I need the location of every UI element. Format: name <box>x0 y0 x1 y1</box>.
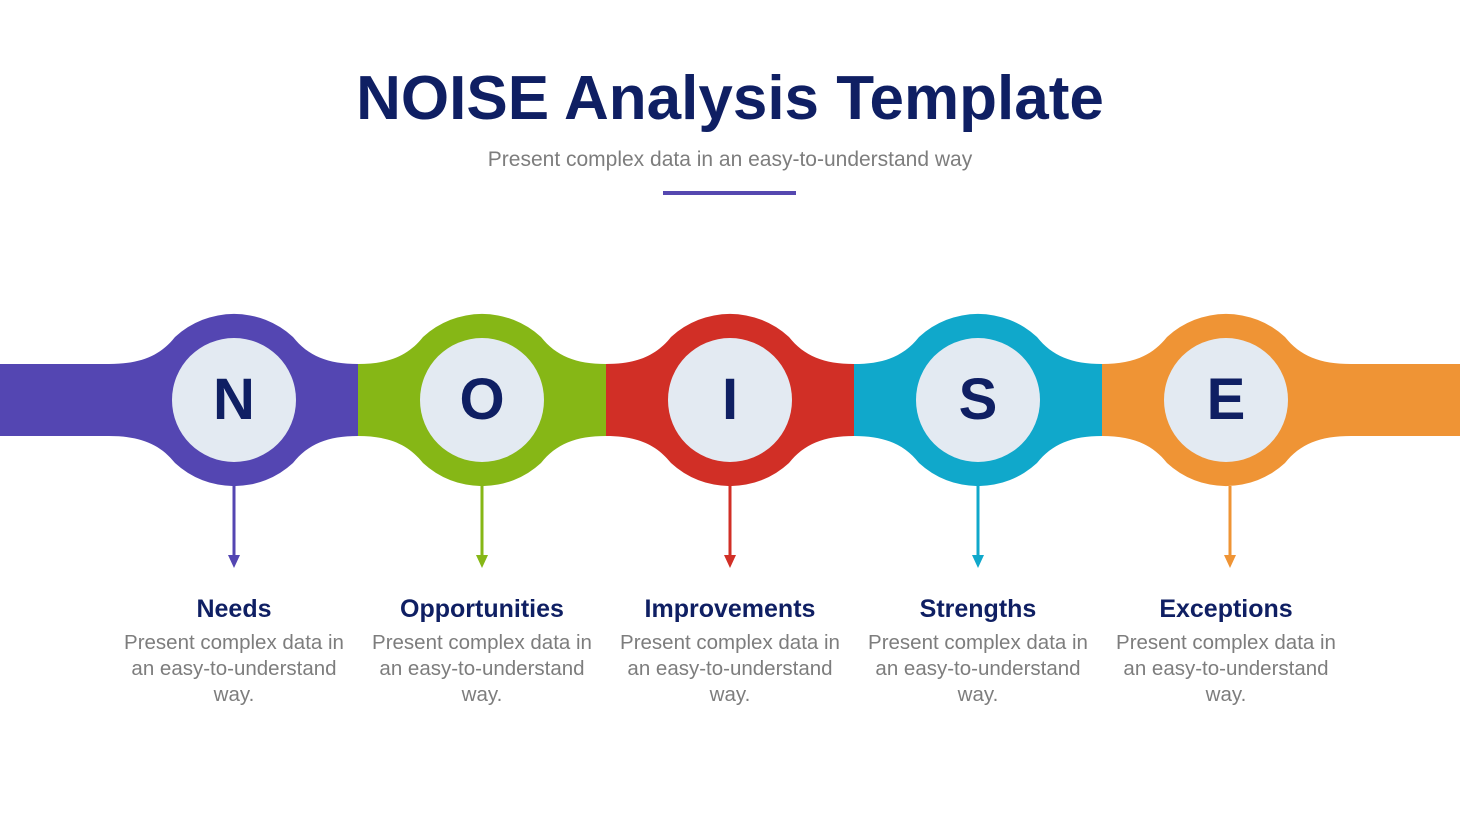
step-o-arrow-icon <box>476 555 488 568</box>
step-description: Present complex data in an easy-to-under… <box>372 631 592 706</box>
step-description: Present complex data in an easy-to-under… <box>868 631 1088 706</box>
step-o-shape <box>358 313 606 568</box>
page-title: NOISE Analysis Template <box>356 64 1104 133</box>
step-opportunities: Opportunities Present complex data in an… <box>358 590 606 708</box>
step-i-shape <box>606 313 854 568</box>
step-description: Present complex data in an easy-to-under… <box>1116 631 1336 706</box>
step-n-shape <box>0 313 358 568</box>
step-s-arrow-icon <box>972 555 984 568</box>
title-underline-divider <box>663 191 796 195</box>
step-strengths: Strengths Present complex data in an eas… <box>854 590 1102 708</box>
step-exceptions: Exceptions Present complex data in an ea… <box>1102 590 1350 708</box>
step-title: Needs <box>196 595 272 623</box>
step-e-shape <box>1102 313 1460 568</box>
step-s-shape <box>854 313 1102 568</box>
step-title: Exceptions <box>1159 595 1293 623</box>
step-n-arrow-icon <box>228 555 240 568</box>
step-title: Opportunities <box>400 595 564 623</box>
step-n-inner-circle <box>172 338 296 462</box>
step-i-inner-circle <box>668 338 792 462</box>
step-s-letter: S <box>958 367 998 432</box>
step-n-letter: N <box>213 367 255 432</box>
step-o-inner-circle <box>420 338 544 462</box>
step-s-inner-circle <box>916 338 1040 462</box>
step-i-letter: I <box>721 367 739 432</box>
step-i-arrow-icon <box>724 555 736 568</box>
step-description: Present complex data in an easy-to-under… <box>124 631 344 706</box>
step-improvements: Improvements Present complex data in an … <box>606 590 854 708</box>
step-o-letter: O <box>459 367 505 432</box>
step-e-inner-circle <box>1164 338 1288 462</box>
step-title: Improvements <box>644 595 816 623</box>
step-title: Strengths <box>919 595 1037 623</box>
page-subtitle: Present complex data in an easy-to-under… <box>487 148 973 171</box>
step-needs: Needs Present complex data in an easy-to… <box>110 590 358 708</box>
step-description: Present complex data in an easy-to-under… <box>620 631 840 706</box>
step-e-arrow-icon <box>1224 555 1236 568</box>
step-e-letter: E <box>1206 367 1246 432</box>
